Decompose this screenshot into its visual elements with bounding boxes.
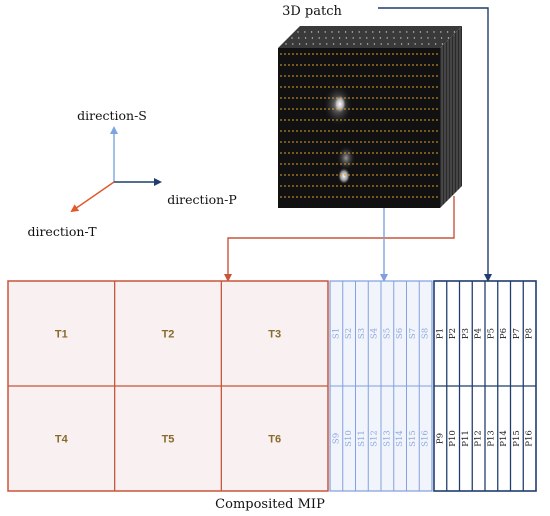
s-cell-label: S6: [395, 328, 405, 339]
s-cell-label: S12: [370, 430, 380, 447]
p-cell-label: P13: [486, 430, 496, 447]
t-cell-label: T3: [268, 329, 281, 341]
s-cell-label: S15: [408, 430, 418, 447]
p-cell-label: P4: [474, 328, 484, 339]
t-cell-label: T2: [162, 329, 175, 341]
direction-t-label: direction-T: [27, 224, 97, 239]
s-cell-label: S2: [344, 328, 354, 339]
p-cell-label: P12: [474, 430, 484, 447]
s-cell-label: S5: [382, 328, 392, 339]
t-cell-label: T4: [55, 434, 69, 446]
mip-caption: Composited MIP: [215, 497, 325, 512]
axis-indicator: [70, 126, 162, 213]
s-cell-label: S3: [357, 328, 367, 339]
p-cell-label: P11: [461, 430, 471, 447]
t-cell-label: T6: [268, 434, 281, 446]
s-cell-label: S4: [370, 328, 380, 339]
cube-top-grid: [285, 31, 456, 45]
p-cell-label: P2: [448, 328, 458, 339]
p-cell-label: P14: [499, 430, 509, 447]
t-cell-label: T1: [55, 329, 68, 341]
p-cell-label: P10: [448, 430, 458, 447]
direction-p-label: direction-P: [167, 192, 237, 207]
arrow-direction-t: [224, 196, 455, 282]
p-cell-label: P9: [435, 433, 445, 444]
s-cell-label: S9: [331, 433, 341, 444]
p-cell-label: P8: [525, 328, 535, 339]
p-cell-label: P16: [525, 430, 535, 447]
p-cell-label: P1: [435, 328, 445, 339]
t-cell-label: T5: [162, 434, 175, 446]
s-cell-label: S1: [331, 328, 341, 339]
s-cell-label: S13: [382, 430, 392, 447]
arrow-direction-p: [378, 7, 492, 282]
patch-cube: [278, 26, 462, 208]
p-cell-label: P15: [512, 430, 522, 447]
p-cell-label: P3: [461, 328, 471, 339]
s-cell-label: S14: [395, 430, 405, 447]
patch-title: 3D patch: [282, 4, 342, 19]
s-cell-label: S16: [421, 430, 431, 447]
p-cell-label: P6: [499, 328, 509, 339]
s-cell-label: S11: [357, 430, 367, 447]
s-cell-label: S7: [408, 328, 418, 339]
direction-s-label: direction-S: [77, 108, 147, 123]
s-cell-label: S8: [421, 328, 431, 339]
cube-side-slices: [441, 28, 461, 206]
s-cell-label: S10: [344, 430, 354, 447]
p-cell-label: P7: [512, 328, 522, 339]
p-cell-label: P5: [486, 328, 496, 339]
